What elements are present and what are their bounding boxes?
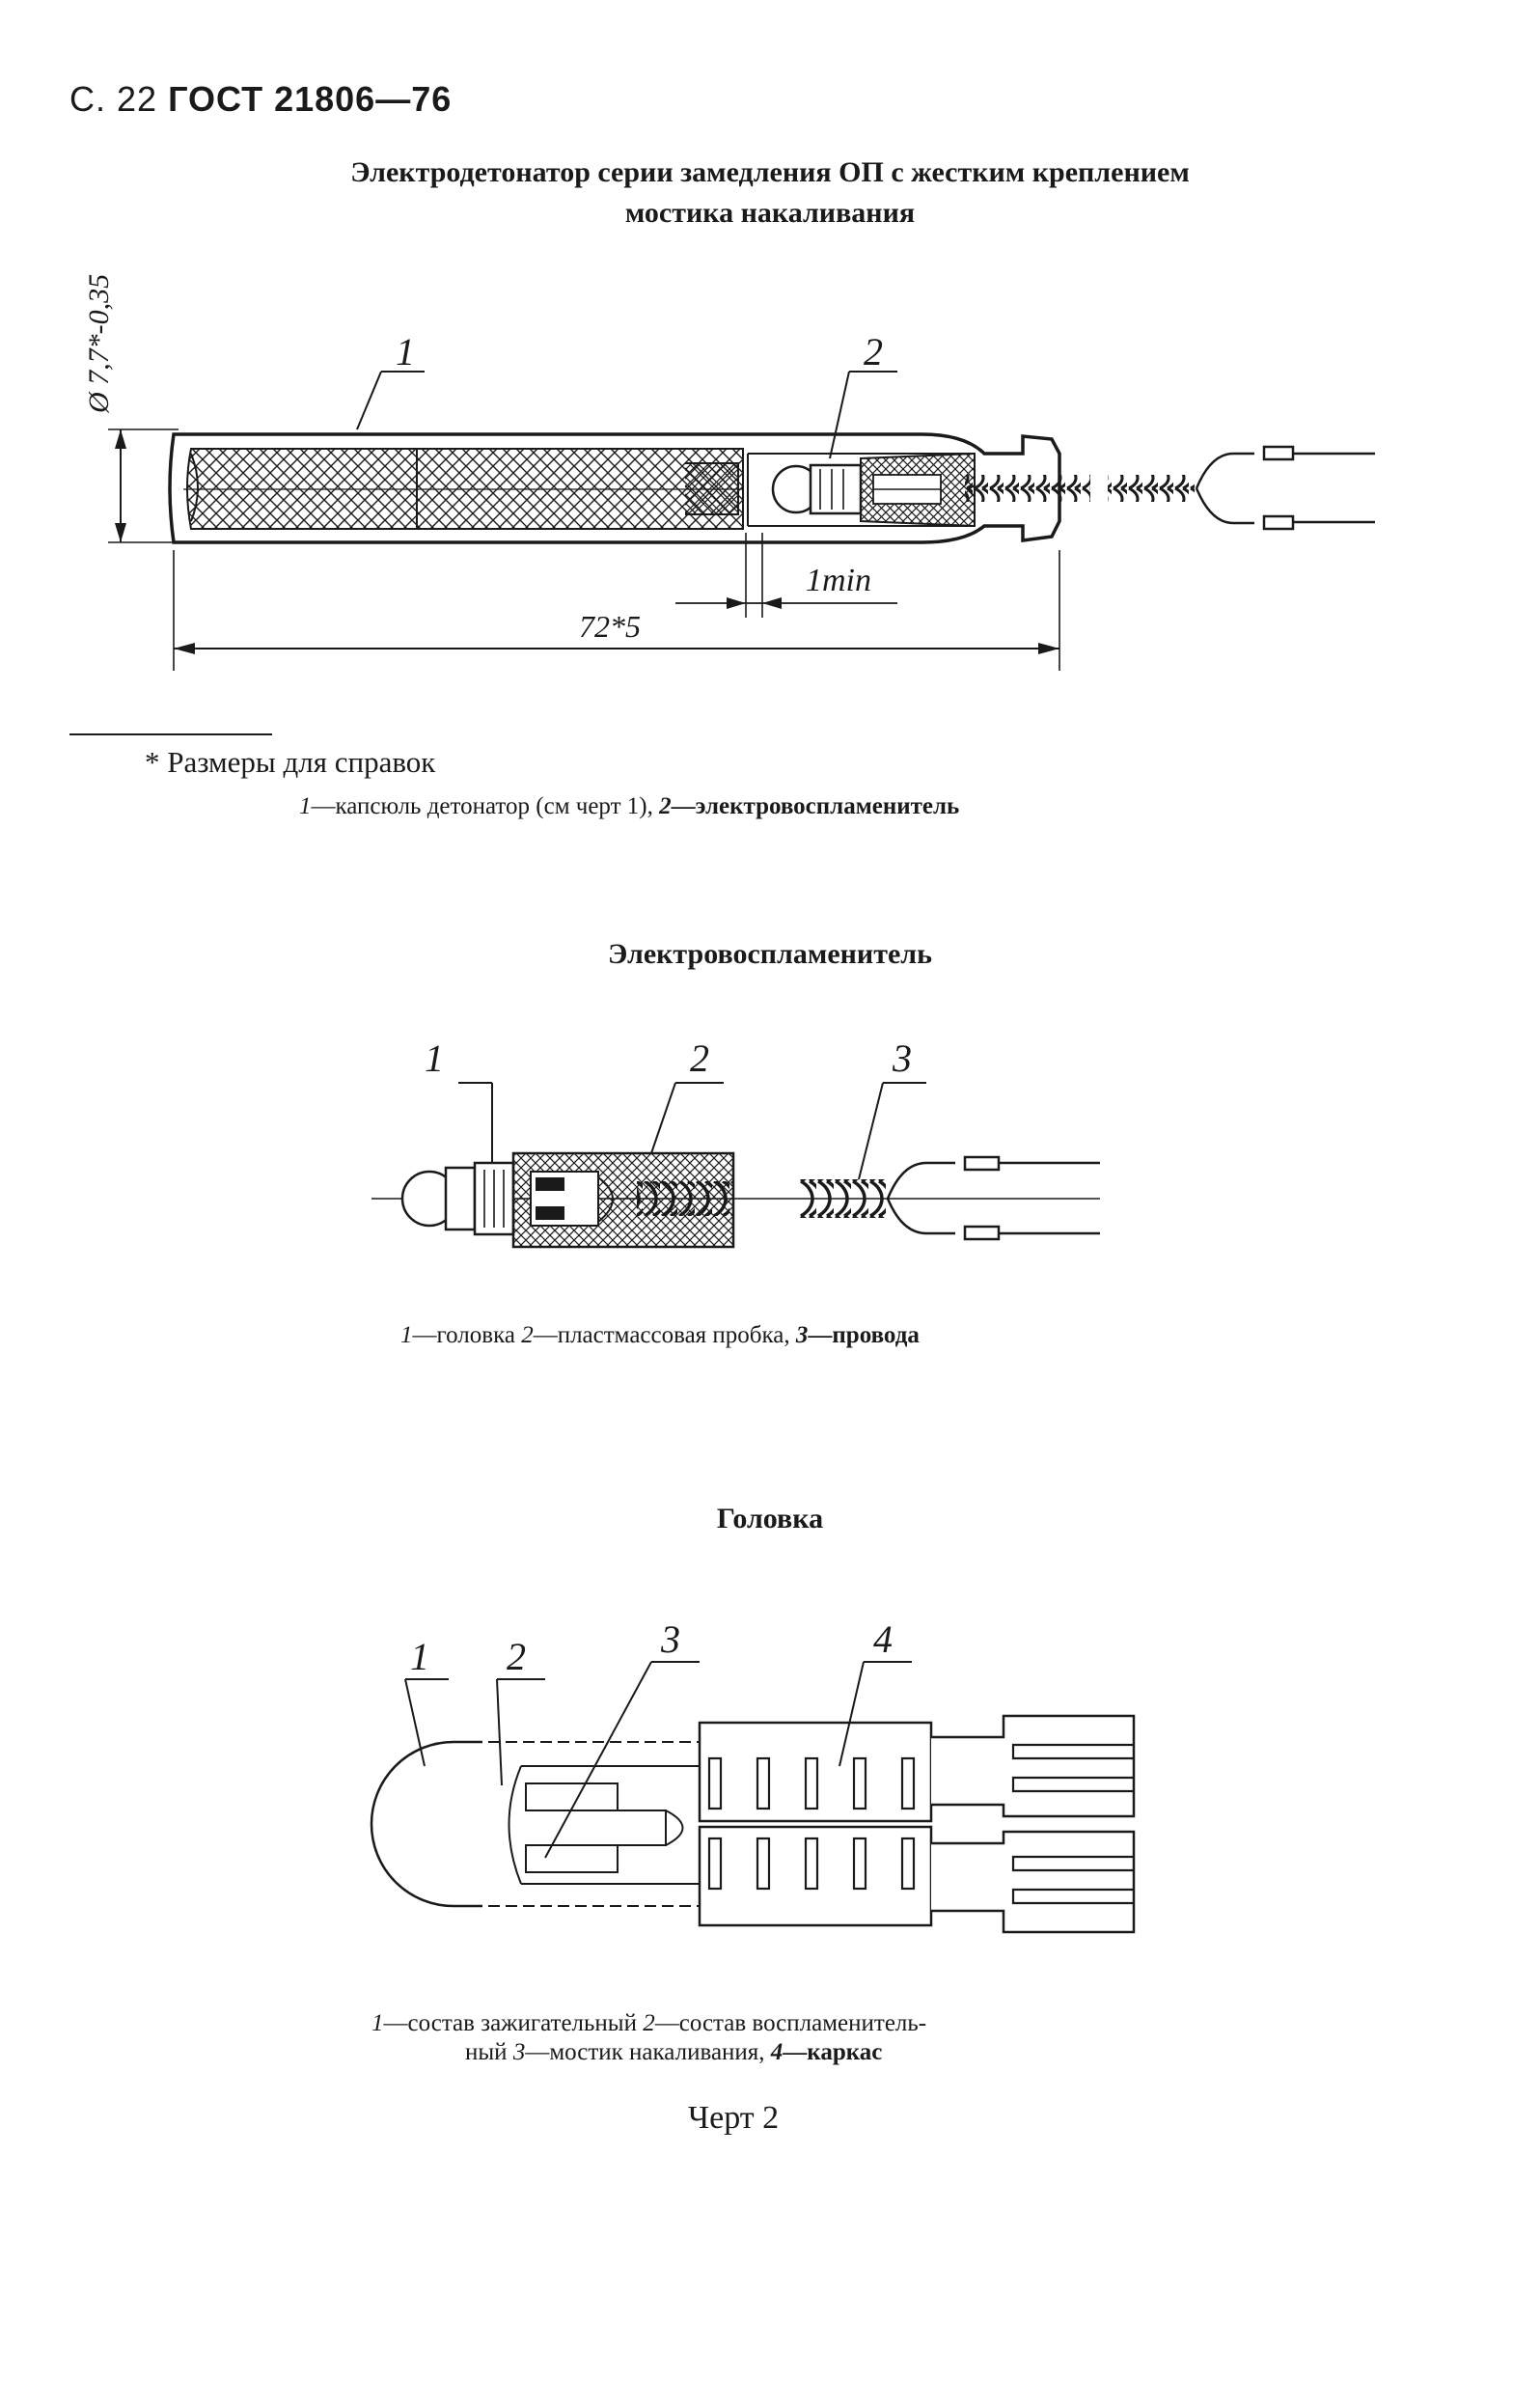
figure1-detonator-drawing: Ø 7,7*-0,35 (83, 274, 1375, 671)
fig2-legend-num-1: 1 (400, 1322, 413, 1348)
legend-text-2: —электровоспламенитель (671, 793, 960, 819)
fig3-callout-2: 2 (507, 1635, 526, 1678)
page-header: С. 22 ГОСТ 21806—76 (69, 79, 452, 120)
fig3-legend-text-2: —состав воспламенитель- (654, 2010, 927, 2036)
fig3-legend-text-3: —мостик накаливания, (525, 2039, 771, 2065)
drawing-caption: Черт 2 (688, 2100, 780, 2136)
diameter-dimension: Ø 7,7*-0,35 (83, 274, 179, 543)
legend-num-2: 2 (659, 793, 672, 819)
fig3-legend-text-1: —состав зажигательный (383, 2010, 644, 2036)
legend-text-1: —капсюль детонатор (см черт 1), (311, 793, 660, 819)
footnote: * Размеры для справок (145, 745, 436, 779)
detonator-wires (1108, 445, 1375, 531)
fig3-legend-text-4: —каркас (783, 2039, 883, 2065)
figure3-head-drawing: 1 2 3 4 (370, 1617, 1136, 1934)
figure2-igniter-drawing: 1 2 3 (371, 1036, 1100, 1249)
fig3-legend-num-1: 1 (371, 2010, 384, 2036)
fig3-legend-num-2: 2 (643, 2010, 655, 2036)
fig3-callout-3: 3 (660, 1617, 680, 1661)
page-number: С. 22 (69, 79, 158, 119)
fig2-callout-2: 2 (690, 1036, 709, 1080)
fig2-callout-3: 3 (892, 1036, 912, 1080)
fig2-callout-1: 1 (425, 1036, 444, 1080)
fig2-legend-text-2: —пластмассовая пробка, (533, 1322, 796, 1348)
diameter-label: Ø 7,7*-0,35 (83, 274, 115, 414)
fig2-legend-text-3: —провода (808, 1322, 920, 1348)
figure3-legend-line1: 1—состав зажигательный 2—состав воспламе… (371, 2010, 926, 2037)
fig3-callout-1: 1 (410, 1635, 429, 1678)
length-dimension: 72*5 (173, 550, 1060, 671)
figure2-legend: 1—головка 2—пластмассовая пробка, 3—пров… (400, 1322, 920, 1349)
figure3-legend-line2: ный 3—мостик накаливания, 4—каркас (465, 2039, 882, 2066)
footnote-rule (69, 733, 272, 735)
min-gap-dimension: 1min (675, 533, 897, 618)
length-label: 72*5 (579, 609, 641, 644)
fig3-legend-num-3: 3 (512, 2039, 526, 2065)
legend-num-1: 1 (299, 793, 312, 819)
standard-number: ГОСТ 21806—76 (168, 79, 453, 119)
fig3-callout-4: 4 (873, 1617, 893, 1661)
figure1-title-line2: мостика накаливания (624, 197, 916, 229)
callout-2: 2 (864, 330, 883, 373)
fig2-legend-text-1: —головка (412, 1322, 522, 1348)
fig2-legend-num-2: 2 (521, 1322, 534, 1348)
figure3-title: Головка (716, 1503, 824, 1534)
detonator-shell (168, 432, 1090, 544)
figure1-title-line1: Электродетонатор серии замедления ОП с ж… (350, 156, 1190, 188)
callout-1: 1 (396, 330, 415, 373)
min-label: 1min (806, 563, 871, 598)
figure1-callouts: 1 2 (356, 330, 897, 459)
figure1-legend: 1—капсюль детонатор (см черт 1), 2—элект… (299, 793, 959, 820)
fig3-legend-num-4: 4 (770, 2039, 784, 2065)
fig3-legend-pre: ный (465, 2039, 513, 2065)
fig2-legend-num-3: 3 (795, 1322, 809, 1348)
figure2-title: Электровоспламенитель (608, 938, 932, 970)
